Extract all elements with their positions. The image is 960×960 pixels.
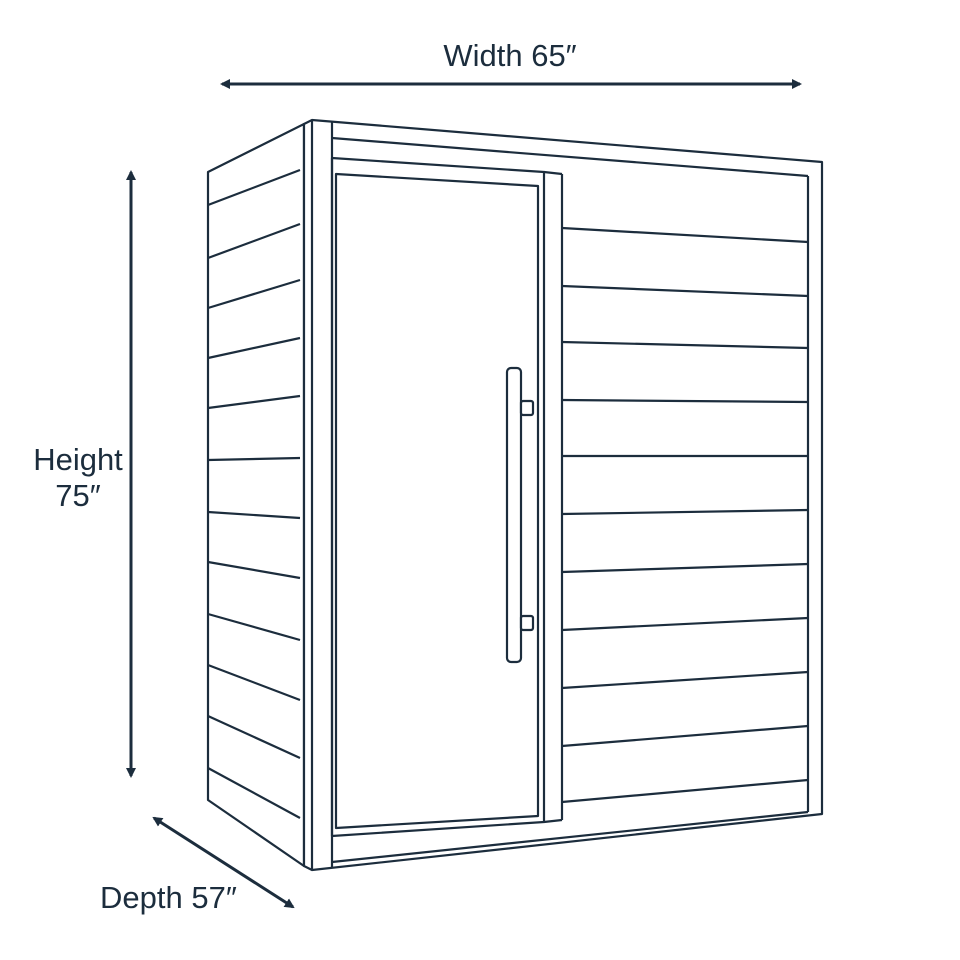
glass-door	[330, 156, 564, 838]
height-label-value: 75″	[55, 478, 101, 513]
side-panel	[206, 122, 306, 868]
height-label-word: Height	[33, 442, 123, 477]
width-label: Width 65″	[443, 38, 577, 73]
depth-label: Depth 57″	[100, 880, 237, 915]
front-wall-boards	[561, 226, 809, 804]
height-label: Height 75″	[18, 442, 138, 514]
depth-arrow	[152, 816, 295, 909]
door-handle	[505, 366, 535, 664]
